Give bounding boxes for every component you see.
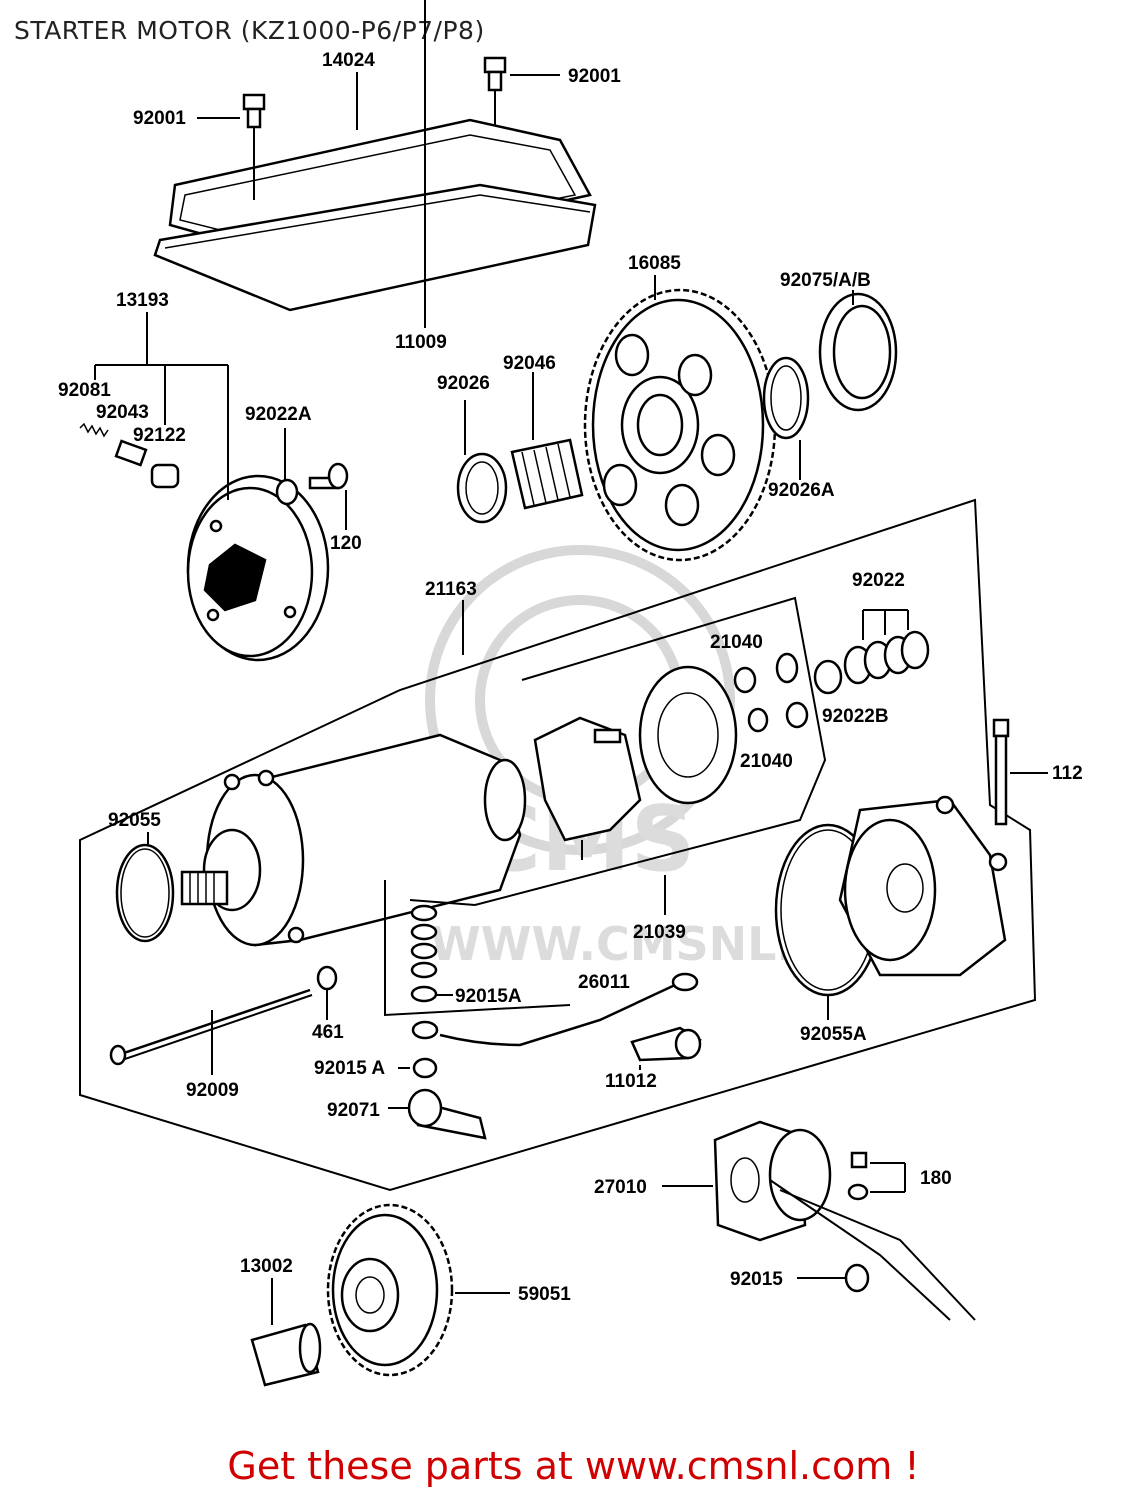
label-11009: 11009	[395, 332, 447, 353]
part-461-washer[interactable]	[316, 965, 338, 991]
label-11012: 11012	[605, 1071, 657, 1092]
label-92026: 92026	[437, 373, 490, 394]
label-92015A-nut: 92015 A	[314, 1058, 385, 1079]
label-92015: 92015	[730, 1269, 783, 1290]
part-92015A-nut[interactable]	[412, 1057, 438, 1079]
label-21040-lower: 21040	[740, 751, 793, 772]
part-92046-bearing[interactable]	[510, 438, 584, 510]
part-92001-bolt-right[interactable]	[483, 56, 507, 125]
part-92022A-washer[interactable]	[275, 478, 299, 506]
label-92055A: 92055A	[800, 1024, 867, 1045]
label-112: 112	[1052, 763, 1083, 784]
part-92015A-washer-stack[interactable]	[410, 904, 438, 1003]
label-16085: 16085	[628, 253, 681, 274]
part-92001-bolt-left[interactable]	[242, 93, 266, 200]
label-21039: 21039	[633, 922, 686, 943]
label-14024: 14024	[322, 50, 375, 71]
part-92015-nut[interactable]	[844, 1263, 870, 1293]
label-92122: 92122	[133, 425, 186, 446]
part-112-bolt[interactable]	[992, 718, 1010, 826]
label-27010: 27010	[594, 1177, 647, 1198]
part-92026A-washer[interactable]	[762, 356, 810, 440]
page-title: STARTER MOTOR (KZ1000-P6/P7/P8)	[14, 16, 485, 45]
label-26011: 26011	[578, 972, 630, 993]
part-92022B-washer[interactable]	[813, 659, 843, 695]
part-21040-brush-upper[interactable]	[733, 652, 799, 694]
part-92009-through-bolt[interactable]	[109, 988, 313, 1066]
label-92075: 92075/A/B	[780, 270, 871, 291]
part-21163-starter-motor[interactable]	[180, 733, 527, 947]
label-21040-upper: 21040	[710, 632, 763, 653]
label-59051: 59051	[518, 1284, 571, 1305]
label-92026A: 92026A	[768, 480, 835, 501]
label-92022B: 92022B	[822, 706, 889, 727]
part-27010-starter-relay[interactable]	[713, 1120, 976, 1321]
label-92071: 92071	[327, 1100, 380, 1121]
starter-motor-diagram: CMS WWW.CMSNL.COM	[58, 0, 1083, 1387]
leader-lines	[94, 72, 1048, 1325]
label-92081: 92081	[58, 380, 111, 401]
part-14024-cover[interactable]	[153, 118, 597, 312]
part-26011-cable[interactable]	[411, 972, 699, 1047]
label-92015A-stack: 92015A	[455, 986, 522, 1007]
part-92071-cap[interactable]	[407, 1088, 487, 1140]
label-92043: 92043	[96, 402, 149, 423]
part-13193-starter-clutch[interactable]	[186, 474, 330, 662]
end-cover[interactable]	[838, 795, 1008, 977]
parts-shop-link[interactable]: Get these parts at www.cmsnl.com !	[227, 1444, 920, 1488]
label-13002: 13002	[240, 1256, 293, 1277]
part-11012-cap[interactable]	[630, 1026, 702, 1062]
part-92122-roller[interactable]	[150, 463, 180, 489]
label-120: 120	[330, 533, 362, 554]
label-92022: 92022	[852, 570, 905, 591]
part-59051-gear[interactable]	[326, 1203, 454, 1377]
part-21039-brush-holder[interactable]	[533, 665, 738, 860]
part-labels: 14024 92001 92001 11009 13193 92081 9204…	[58, 50, 1083, 1305]
part-180-screws[interactable]	[847, 1151, 869, 1201]
part-92026-washer[interactable]	[456, 452, 508, 524]
label-461: 461	[312, 1022, 344, 1043]
part-120-bolt[interactable]	[308, 462, 349, 490]
label-92022A: 92022A	[245, 404, 312, 425]
part-16085-gear[interactable]	[583, 288, 777, 562]
part-13002-sleeve[interactable]	[250, 1322, 322, 1387]
label-92046: 92046	[503, 353, 556, 374]
label-13193: 13193	[116, 290, 169, 311]
part-92081-spring[interactable]	[79, 422, 109, 438]
part-92075-shim[interactable]	[818, 292, 898, 412]
label-21163: 21163	[425, 579, 477, 600]
label-92009: 92009	[186, 1080, 239, 1101]
part-92043-pin[interactable]	[114, 439, 148, 467]
part-92055-o-ring[interactable]	[115, 843, 175, 943]
part-21040-brush-lower[interactable]	[747, 701, 809, 733]
label-92055: 92055	[108, 810, 161, 831]
label-92001-right: 92001	[568, 66, 621, 87]
part-92022-washers[interactable]	[843, 630, 930, 685]
label-180: 180	[920, 1168, 952, 1189]
label-92001-left: 92001	[133, 108, 186, 129]
